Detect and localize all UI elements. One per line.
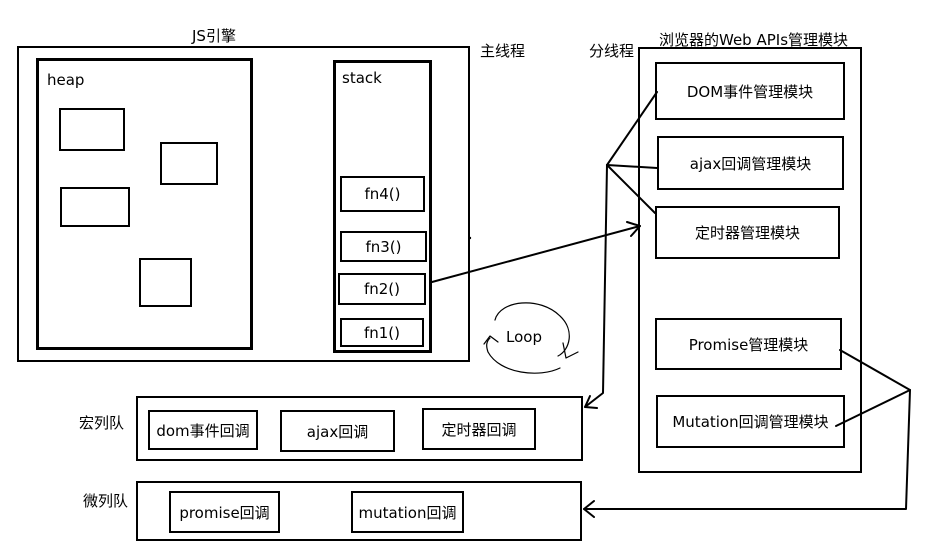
promise-module: Promise管理模块 (655, 318, 842, 370)
heap-object (160, 142, 218, 185)
stack-frame: fn1() (340, 318, 424, 347)
loop-arrow (483, 335, 499, 345)
arrowhead (583, 500, 595, 518)
heap-object (60, 187, 130, 227)
ajax-module: ajax回调管理模块 (657, 136, 844, 190)
micro-queue-label: 微列队 (83, 492, 129, 510)
macro-queue-item: dom事件回调 (148, 410, 258, 450)
stack-frame: fn4() (340, 176, 425, 212)
stack-label: stack (342, 69, 382, 87)
loop-label: Loop (506, 328, 542, 346)
macro-queue-item: 定时器回调 (422, 408, 536, 450)
sub-thread-label: 分线程 (589, 42, 635, 60)
stack-frame: fn2() (338, 273, 426, 305)
micro-queue-item: mutation回调 (351, 491, 464, 533)
main-thread-label: 主线程 (480, 42, 526, 60)
micro-queue-item: promise回调 (169, 491, 280, 533)
loop-arrow (562, 342, 579, 359)
mutation-module: Mutation回调管理模块 (656, 395, 845, 448)
stack-frame: fn3() (340, 231, 427, 262)
arrowhead (584, 395, 598, 409)
dom-event-module: DOM事件管理模块 (655, 62, 845, 120)
js-engine-title: JS引擎 (192, 27, 236, 45)
timer-module: 定时器管理模块 (655, 206, 840, 259)
macro-queue-item: ajax回调 (280, 410, 395, 452)
heap-object (139, 258, 192, 307)
hub-to-macro-queue-arrow (584, 164, 608, 408)
heap-label: heap (47, 71, 85, 89)
web-apis-title: 浏览器的Web APIs管理模块 (659, 31, 849, 49)
macro-queue-label: 宏列队 (79, 414, 125, 432)
heap-object (59, 108, 125, 151)
